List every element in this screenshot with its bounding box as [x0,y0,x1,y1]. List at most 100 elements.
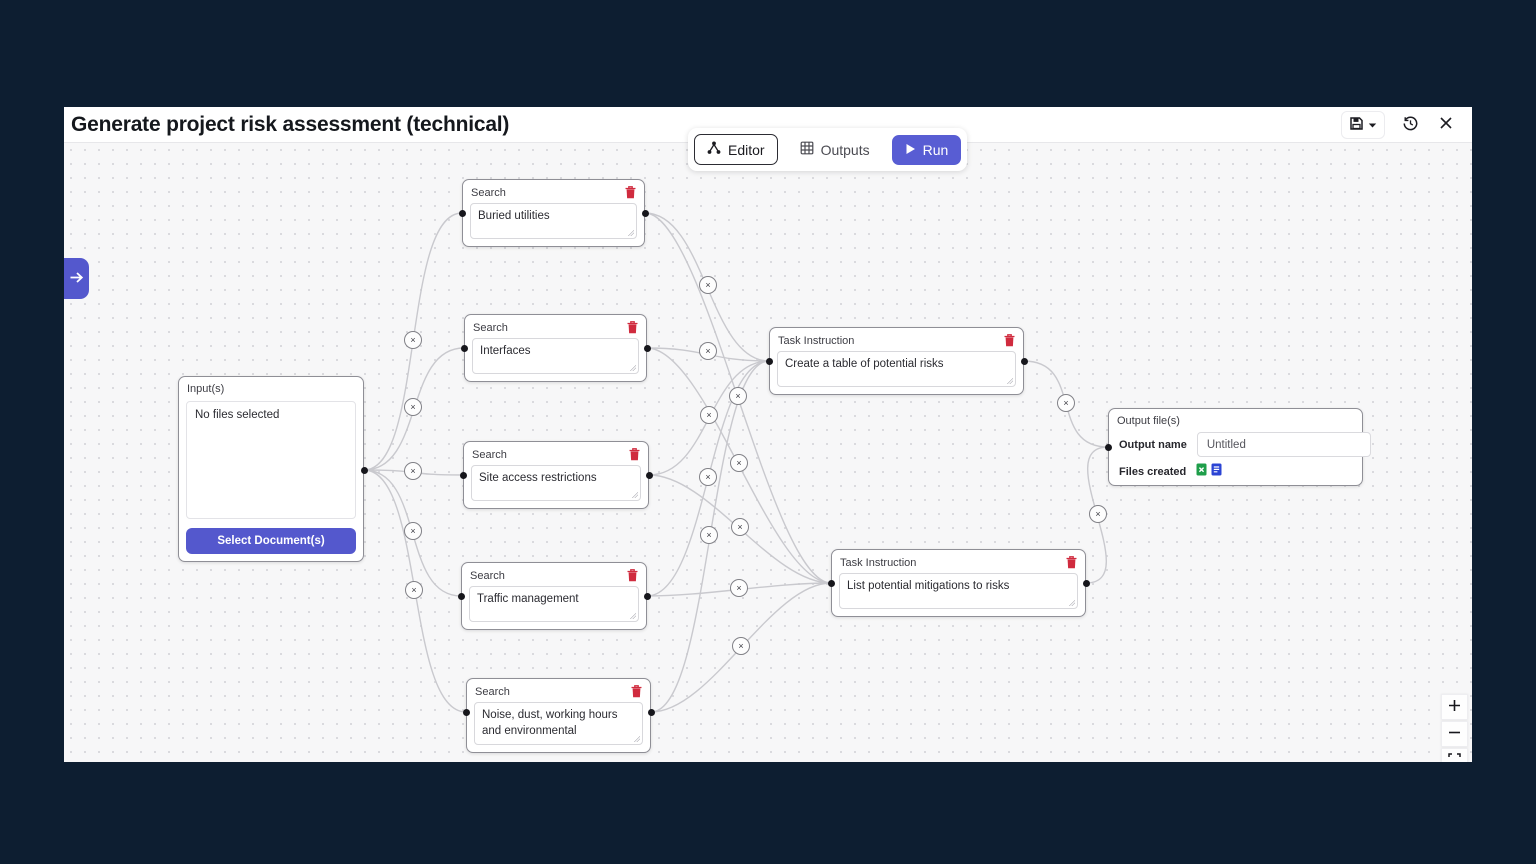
edge-delete-button[interactable] [700,526,718,544]
node-title: Task Instruction [840,556,917,569]
edge-delete-button[interactable] [731,518,749,536]
edge-delete-button[interactable] [699,276,717,294]
resize-handle[interactable] [626,228,634,236]
search-node[interactable]: Search Buried utilities [462,179,645,247]
connection-handle[interactable] [1104,443,1112,451]
search-query-input[interactable]: Traffic management [469,586,639,622]
resize-handle[interactable] [1067,598,1075,606]
connection-handle[interactable] [458,209,466,217]
plus-icon [1448,699,1461,715]
connection-handle[interactable] [827,579,835,587]
connection-handle[interactable] [1020,357,1028,365]
resize-handle[interactable] [1005,376,1013,384]
spreadsheet-file-icon [1196,463,1207,481]
search-node[interactable]: Search Noise, dust, working hours and en… [466,678,651,754]
run-button[interactable]: Run [891,134,962,165]
search-query-text: Interfaces [480,345,531,357]
node-title: Search [472,448,507,461]
edge-delete-button[interactable] [404,398,422,416]
delete-node-icon[interactable] [631,685,642,698]
tab-editor-label: Editor [728,141,765,158]
sidebar-expand-button[interactable] [64,258,89,299]
tab-editor[interactable]: Editor [694,134,778,165]
search-query-input[interactable]: Site access restrictions [471,465,641,501]
page-title: Generate project risk assessment (techni… [71,112,510,136]
edge-delete-button[interactable] [700,406,718,424]
save-button[interactable] [1341,110,1385,139]
resize-handle[interactable] [632,734,640,743]
edge-delete-button[interactable] [729,387,747,405]
zoom-out-button[interactable] [1441,721,1468,747]
delete-node-icon[interactable] [627,321,638,334]
search-node[interactable]: Search Traffic management [461,562,647,630]
select-documents-button[interactable]: Select Document(s) [186,528,356,554]
search-query-input[interactable]: Interfaces [472,338,639,374]
history-icon [1402,115,1419,135]
search-node[interactable]: Search Site access restrictions [463,441,649,509]
task-instruction-text: List potential mitigations to risks [847,580,1010,592]
edge-delete-button[interactable] [1057,394,1075,412]
delete-node-icon[interactable] [1066,556,1077,569]
node-title: Input(s) [187,383,225,395]
tab-outputs[interactable]: Outputs [787,134,883,165]
node-title: Task Instruction [778,334,855,347]
edge-delete-button[interactable] [730,454,748,472]
search-node[interactable]: Search Interfaces [464,314,647,382]
resize-handle[interactable] [630,490,638,498]
connection-handle[interactable] [462,708,470,716]
fit-view-button[interactable] [1441,748,1468,762]
flow-canvas[interactable]: Input(s) No files selected Select Docume… [64,143,1472,762]
delete-node-icon[interactable] [627,569,638,582]
search-query-input[interactable]: Buried utilities [470,203,637,239]
connection-handle[interactable] [457,592,465,600]
search-query-text: Buried utilities [478,210,550,222]
connection-handle[interactable] [643,344,651,352]
connection-handle[interactable] [360,466,368,474]
task-instruction-input[interactable]: List potential mitigations to risks [839,573,1078,609]
grid-table-icon [800,141,814,158]
edge-delete-button[interactable] [404,522,422,540]
task-instruction-node[interactable]: Task Instruction Create a table of poten… [769,327,1024,395]
task-instruction-node[interactable]: Task Instruction List potential mitigati… [831,549,1086,617]
input-node[interactable]: Input(s) No files selected Select Docume… [178,376,364,562]
task-instruction-input[interactable]: Create a table of potential risks [777,351,1016,387]
connection-handle[interactable] [1082,579,1090,587]
task-instruction-text: Create a table of potential risks [785,358,944,370]
edge-delete-button[interactable] [730,579,748,597]
delete-node-icon[interactable] [629,448,640,461]
resize-handle[interactable] [628,611,636,619]
edge-delete-button[interactable] [404,462,422,480]
output-name-label: Output name [1119,438,1187,451]
play-icon [905,142,916,158]
connection-handle[interactable] [765,357,773,365]
close-button[interactable] [1436,113,1456,136]
caret-down-icon [1368,117,1377,132]
connection-handle[interactable] [641,209,649,217]
delete-node-icon[interactable] [625,186,636,199]
edge-delete-button[interactable] [732,637,750,655]
connection-handle[interactable] [647,708,655,716]
connection-handle[interactable] [645,471,653,479]
output-files-node[interactable]: Output file(s) Output name Files created [1108,408,1371,486]
connection-handle[interactable] [460,344,468,352]
search-query-text: Traffic management [477,593,579,605]
titlebar-actions [1341,110,1472,139]
edge-delete-button[interactable] [699,468,717,486]
run-button-label: Run [922,141,949,158]
node-title: Search [471,186,506,199]
edge-delete-button[interactable] [404,331,422,349]
connection-handle[interactable] [459,471,467,479]
output-name-input[interactable] [1196,432,1371,457]
edge-delete-button[interactable] [405,581,423,599]
node-title: Search [470,569,505,582]
history-button[interactable] [1399,112,1422,138]
save-icon [1349,116,1364,134]
delete-node-icon[interactable] [1004,334,1015,347]
edge-delete-button[interactable] [699,342,717,360]
search-query-input[interactable]: Noise, dust, working hours and environme… [474,702,643,746]
document-file-icon [1211,463,1222,481]
edge-delete-button[interactable] [1089,505,1107,523]
connection-handle[interactable] [643,592,651,600]
resize-handle[interactable] [628,363,636,371]
zoom-in-button[interactable] [1441,694,1468,720]
